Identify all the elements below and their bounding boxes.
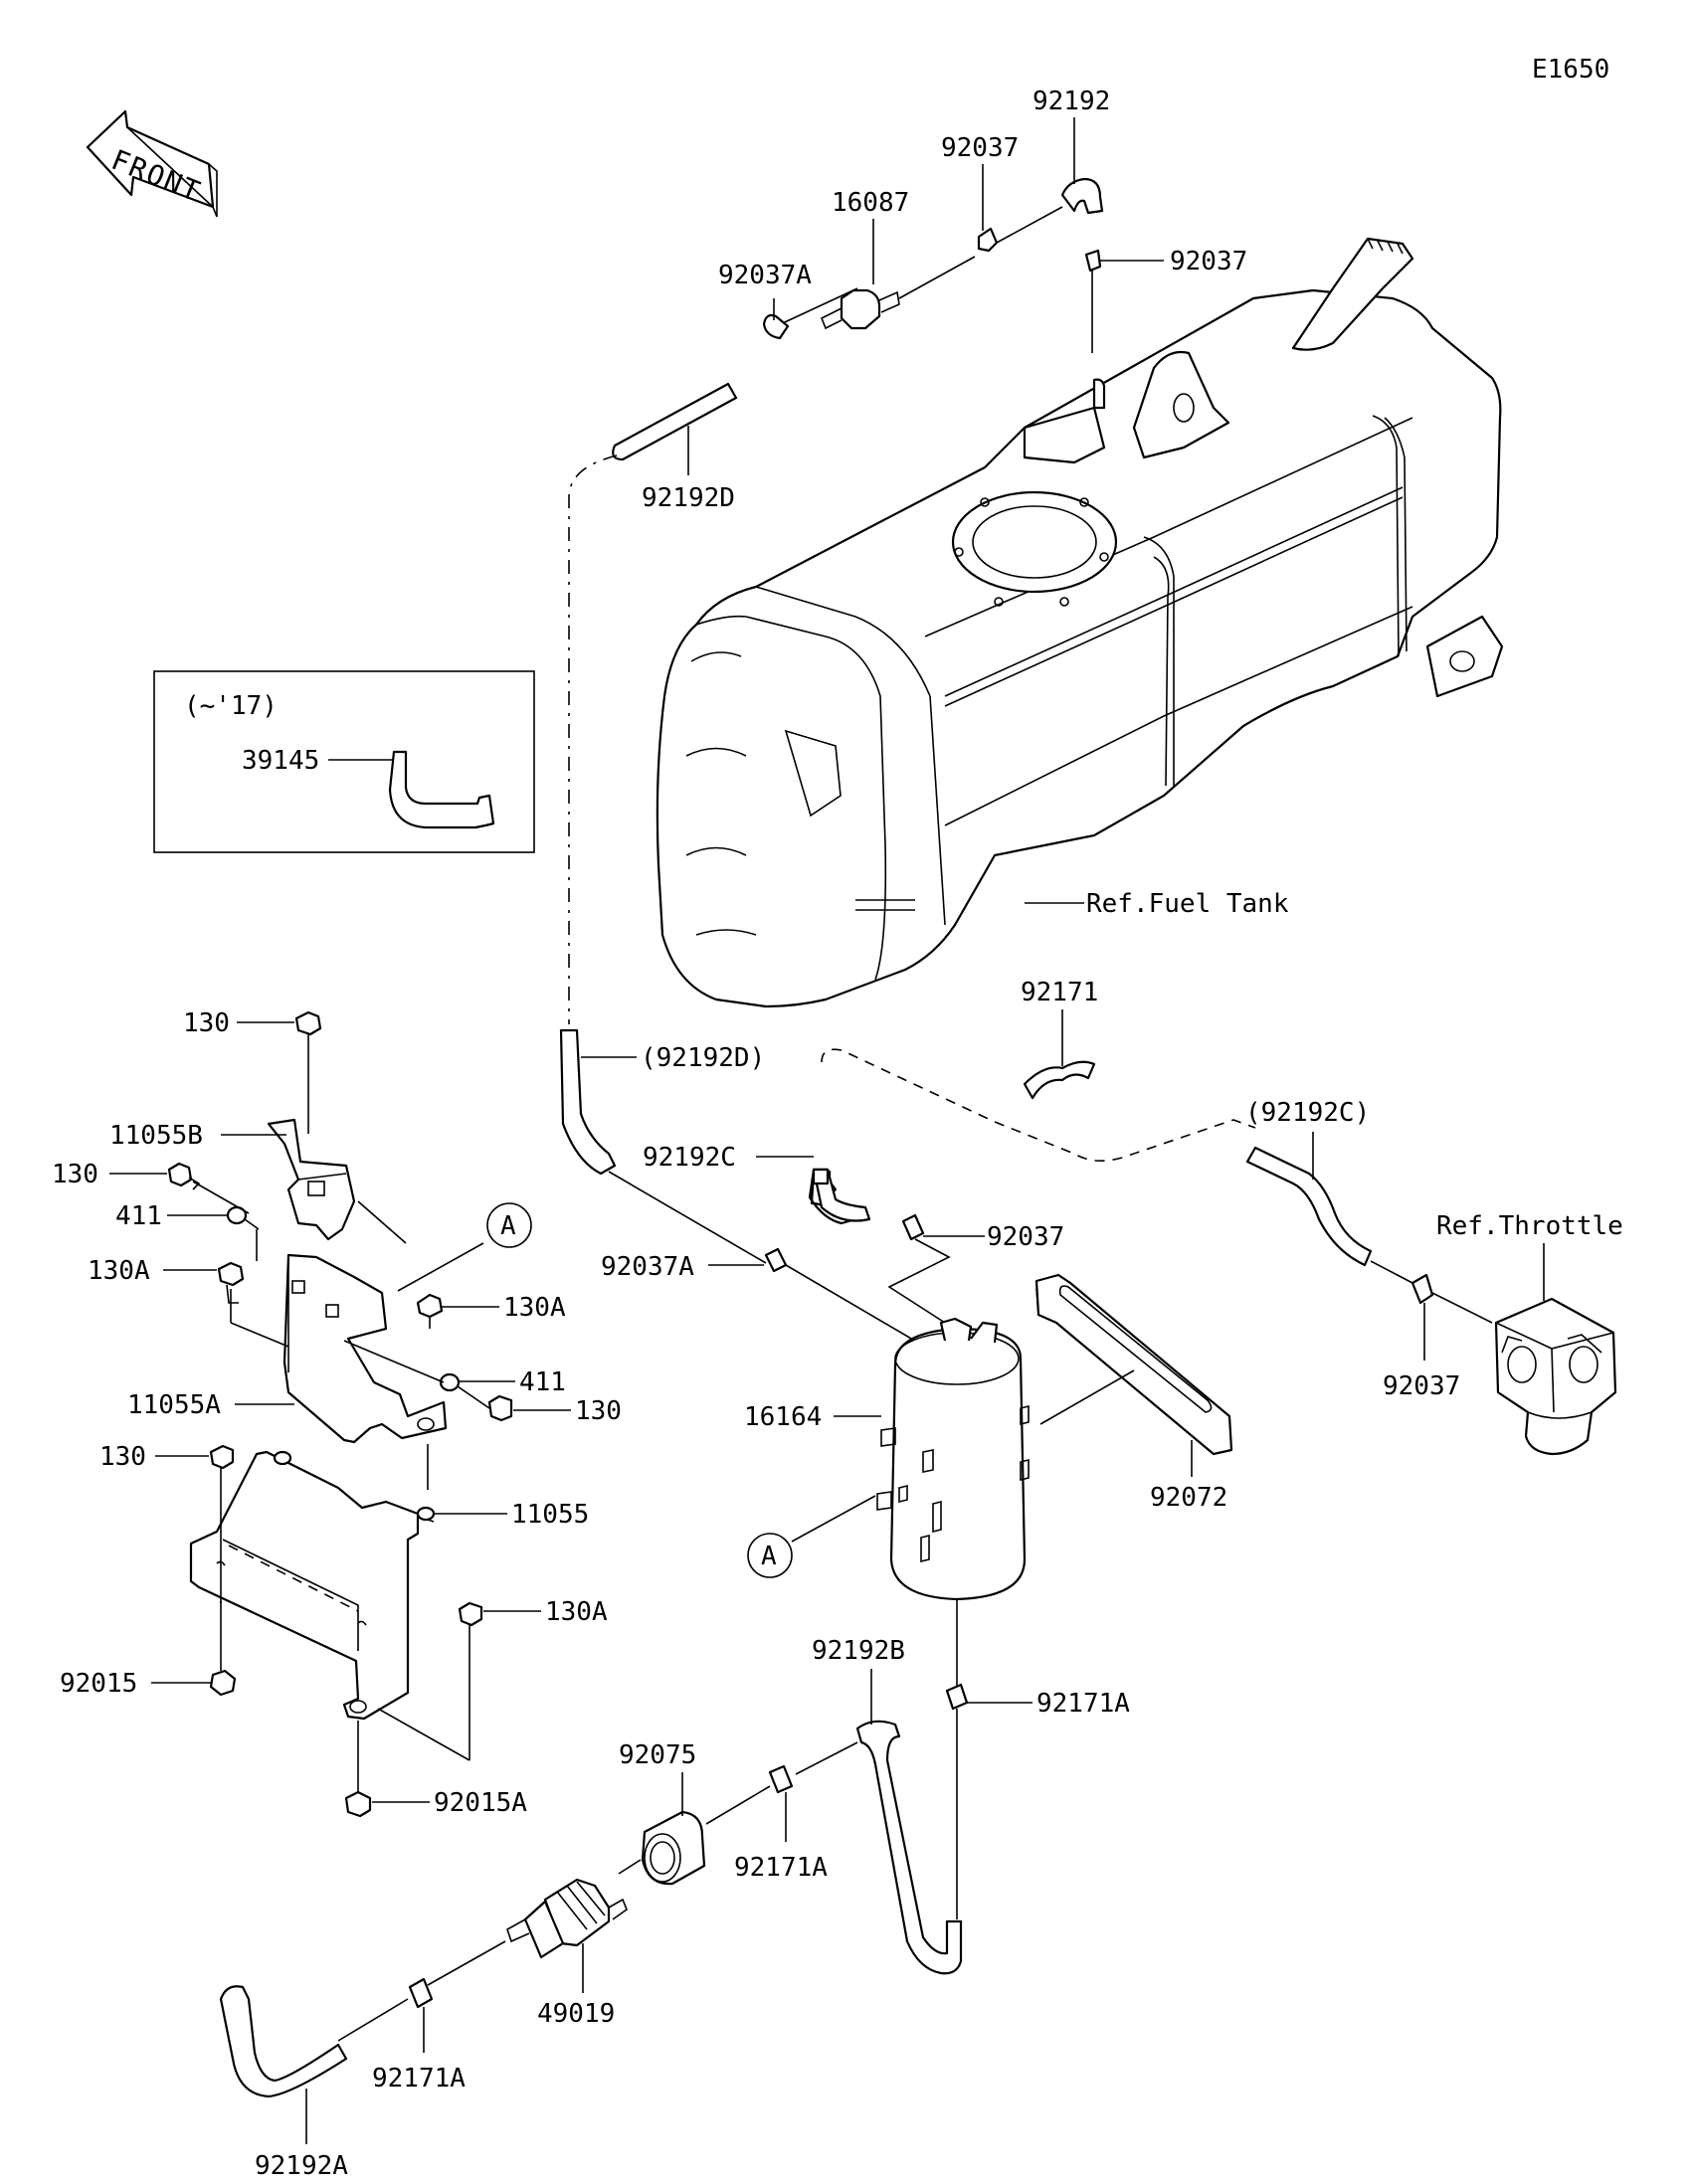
label-92171A-low: 92171A: [372, 2064, 466, 2093]
label-92171A-right: 92171A: [1036, 1689, 1130, 1719]
label-11055: 11055: [511, 1500, 589, 1530]
callout-a-upper: [486, 1202, 532, 1248]
label-130A-c: 130A: [545, 1597, 608, 1627]
label-16164: 16164: [744, 1402, 822, 1432]
label-92192C: 92192C: [643, 1143, 736, 1173]
label-92192C-paren: (92192C): [1245, 1098, 1370, 1128]
label-130A-a: 130A: [88, 1256, 150, 1286]
clamp-92037A-mid-icon: [764, 1247, 788, 1273]
clamp-92037A-top-icon: [762, 313, 790, 340]
clamp-92171A-mid-icon: [768, 1764, 794, 1794]
diagram-code: E1650: [1532, 55, 1609, 85]
clamp-92171A-low-icon: [408, 1977, 434, 2009]
clip-92171-icon: [1023, 1060, 1096, 1100]
label-130-a: 130: [183, 1008, 230, 1038]
fuel-tank: [656, 237, 1504, 1008]
clamp-92171A-right-icon: [945, 1683, 969, 1711]
label-92037-mid: 92037: [987, 1222, 1064, 1252]
label-411-b: 411: [519, 1367, 566, 1397]
label-92037-throttle: 92037: [1383, 1371, 1460, 1401]
label-92192B: 92192B: [812, 1636, 905, 1666]
label-92015: 92015: [60, 1669, 137, 1699]
label-92015A: 92015A: [434, 1788, 527, 1818]
fuel-filter-49019: [506, 1878, 628, 1959]
hose-39145-icon: [388, 750, 495, 829]
label-92037A-top: 92037A: [718, 261, 812, 290]
front-arrow-icon: FRONT: [86, 109, 218, 218]
callout-a-lower: [747, 1533, 793, 1578]
bracket-92072: [1034, 1273, 1233, 1456]
label-92037-top: 92037: [941, 133, 1019, 163]
callout-a-lower-label: A: [761, 1542, 777, 1571]
hose-92192B-icon: [855, 1720, 963, 1975]
label-92171A-mid: 92171A: [734, 1853, 828, 1883]
label-130-c: 130: [575, 1396, 622, 1426]
canister-16164: [876, 1317, 1030, 1601]
label-49019: 49019: [537, 1999, 615, 2029]
label-92075: 92075: [619, 1740, 696, 1770]
label-92072: 92072: [1150, 1483, 1227, 1513]
label-92192D: 92192D: [642, 483, 735, 513]
clamp-92037-top-icon: [977, 227, 999, 253]
ref-throttle: Ref.Throttle: [1436, 1211, 1623, 1241]
label-11055A: 11055A: [127, 1390, 221, 1420]
label-39145: 39145: [242, 746, 319, 776]
callout-a-upper-label: A: [500, 1211, 516, 1241]
bracket-assembly-left: [167, 1010, 513, 1818]
clamp-92037-throttle-icon: [1410, 1273, 1434, 1305]
inset-box: (~'17) 39145: [153, 670, 535, 853]
hose-92192D-lower-icon: [559, 1028, 617, 1176]
label-130-d: 130: [99, 1442, 146, 1472]
vent-assembly-top: [612, 177, 1104, 461]
label-92192A: 92192A: [255, 2151, 348, 2181]
label-130-b: 130: [52, 1160, 98, 1189]
label-11055B: 11055B: [109, 1121, 203, 1151]
inset-years: (~'17): [184, 691, 278, 721]
label-411-a: 411: [115, 1201, 162, 1231]
label-92192D-paren: (92192D): [641, 1043, 765, 1073]
hose-92192-top-icon: [1060, 177, 1104, 215]
label-92037A-mid: 92037A: [601, 1252, 694, 1282]
ref-fuel-tank: Ref.Fuel Tank: [1086, 889, 1289, 919]
cap-92075-icon: [641, 1810, 706, 1886]
label-16087: 16087: [832, 188, 909, 218]
clamp-92037-mid-icon: [901, 1213, 925, 1241]
throttle-body: [1494, 1297, 1617, 1456]
clamp-92037-right-icon: [1084, 249, 1102, 273]
label-92037-right: 92037: [1170, 247, 1247, 276]
filter-16087-icon: [840, 288, 881, 330]
label-130A-b: 130A: [503, 1293, 566, 1323]
label-92171: 92171: [1021, 978, 1098, 1007]
label-92192-top: 92192: [1033, 87, 1110, 116]
hose-92192A-icon: [219, 1985, 348, 2098]
